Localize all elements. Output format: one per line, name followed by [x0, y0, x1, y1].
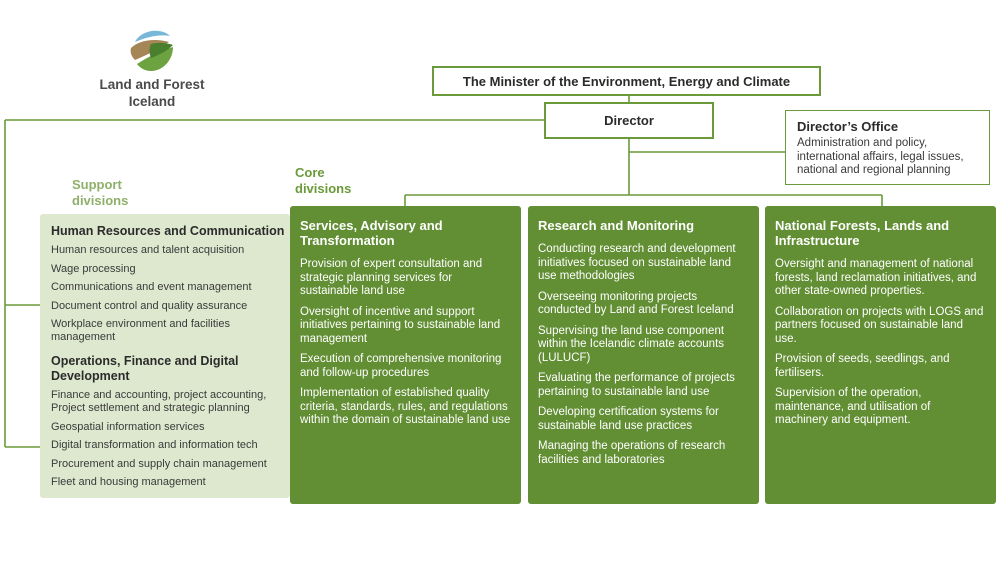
core-division-item: Provision of seeds, seedlings, and ferti… — [775, 353, 950, 379]
support-item: Finance and accounting, project accounti… — [51, 389, 267, 414]
core-division-item: Supervision of the operation, maintenanc… — [775, 387, 931, 426]
support-group-title: Operations, Finance and Digital Developm… — [51, 354, 239, 383]
support-item: Document control and quality assurance — [51, 299, 248, 312]
support-item: Wage processing — [51, 262, 136, 275]
directors-office-description: Administration and policy, international… — [797, 137, 964, 176]
core-division-title: Research and Monitoring — [538, 218, 695, 233]
core-division-item: Oversight and management of national for… — [775, 258, 977, 297]
support-divisions-panel: Human Resources and Communication Human … — [40, 214, 290, 498]
core-divisions-label: Core divisions — [295, 165, 352, 196]
core-division-research: Research and Monitoring Conducting resea… — [528, 206, 759, 504]
core-division-item: Developing certification systems for sus… — [538, 406, 719, 432]
directors-office-title: Director’s Office — [797, 119, 899, 134]
logo: Land and Forest Iceland — [96, 26, 208, 110]
core-division-title: National Forests, Lands and Infrastructu… — [775, 218, 950, 248]
support-divisions-label: Support divisions — [72, 177, 129, 208]
core-division-item: Conducting research and development init… — [538, 243, 736, 282]
support-item: Fleet and housing management — [51, 476, 206, 488]
core-division-forests: National Forests, Lands and Infrastructu… — [765, 206, 996, 504]
support-item: Human resources and talent acquisition — [51, 244, 245, 256]
support-item: Procurement and supply chain management — [51, 457, 267, 470]
core-division-title: Services, Advisory and Transformation — [300, 218, 443, 248]
core-division-item: Execution of comprehensive monitoring an… — [300, 353, 502, 379]
core-division-item: Oversight of incentive and support initi… — [300, 305, 501, 345]
director-title: Director — [604, 113, 654, 128]
core-division-services: Services, Advisory and Transformation Pr… — [290, 206, 521, 504]
support-item: Communications and event management — [51, 281, 252, 293]
land-and-forest-leaf-logo-icon — [130, 27, 174, 71]
logo-text-line1: Land and Forest — [99, 77, 205, 92]
director-box: Director — [544, 102, 714, 139]
core-division-item: Collaboration on projects with LOGS and … — [775, 305, 984, 345]
minister-title: The Minister of the Environment, Energy … — [462, 73, 791, 89]
support-item: Workplace environment and facilities man… — [51, 318, 230, 343]
core-division-item: Overseeing monitoring projects conducted… — [538, 290, 734, 317]
support-item: Digital transformation and information t… — [51, 439, 258, 451]
support-item: Geospatial information services — [51, 420, 205, 433]
core-division-item: Evaluating the performance of projects p… — [538, 372, 735, 398]
support-group-title: Human Resources and Communication — [51, 224, 285, 238]
logo-text-line2: Iceland — [128, 94, 176, 109]
core-division-item: Managing the operations of research faci… — [538, 440, 726, 466]
core-division-item: Implementation of established quality cr… — [300, 387, 511, 426]
core-division-item: Provision of expert consultation and str… — [300, 258, 483, 297]
directors-office-box: Director’s Office Administration and pol… — [785, 110, 990, 185]
core-division-item: Supervising the land use component withi… — [538, 324, 725, 364]
minister-box: The Minister of the Environment, Energy … — [432, 66, 821, 96]
